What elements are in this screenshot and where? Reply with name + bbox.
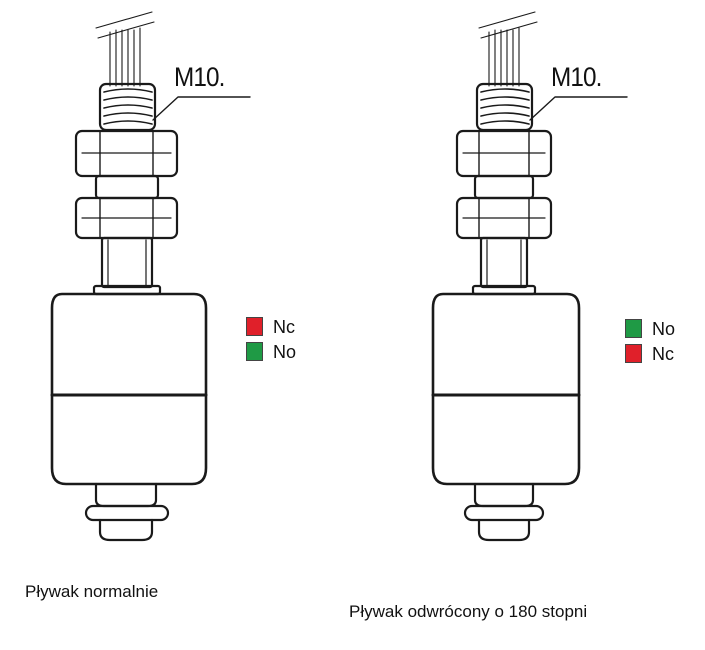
contact-legend: No Nc	[625, 316, 675, 366]
green-swatch	[246, 342, 263, 361]
float-switch-drawing	[50, 11, 251, 542]
legend-label: No	[652, 318, 676, 339]
caption-normal: Pływak normalnie	[25, 582, 159, 601]
legend-label: Nc	[652, 343, 674, 364]
float-body	[431, 292, 581, 486]
legend-label: Nc	[273, 316, 295, 337]
float-body	[50, 292, 208, 486]
thread-size-label: M10.	[174, 62, 225, 92]
leader-line	[529, 96, 628, 121]
wires	[478, 11, 538, 87]
float-switch-normal-panel: M10. Nc No Pływak normalnie	[0, 0, 352, 650]
lower-nut	[455, 196, 553, 240]
bottom-stopper	[463, 482, 545, 542]
stem	[92, 236, 162, 296]
contact-legend: Nc No	[246, 314, 296, 364]
red-swatch	[246, 317, 263, 336]
legend-item-nc: Nc	[246, 314, 296, 339]
upper-nut	[74, 129, 179, 178]
upper-nut	[455, 129, 553, 178]
legend-item-no: No	[625, 316, 675, 341]
stem	[471, 236, 537, 296]
bottom-stopper	[84, 482, 170, 542]
float-switch-drawing	[431, 11, 628, 542]
threaded-stem	[475, 82, 534, 132]
legend-item-no: No	[246, 339, 296, 364]
red-swatch	[625, 344, 642, 363]
wires	[95, 11, 155, 87]
lower-nut	[74, 196, 179, 240]
threaded-stem	[98, 82, 157, 132]
legend-item-nc: Nc	[625, 341, 675, 366]
legend-label: No	[273, 341, 297, 362]
float-switch-inverted-panel: M10. No Nc Pływak odwrócony o 180 stopni	[349, 0, 705, 650]
thread-size-label: M10.	[551, 62, 602, 92]
leader-line	[152, 96, 251, 121]
caption-inverted: Pływak odwrócony o 180 stopni	[349, 602, 588, 621]
green-swatch	[625, 319, 642, 338]
